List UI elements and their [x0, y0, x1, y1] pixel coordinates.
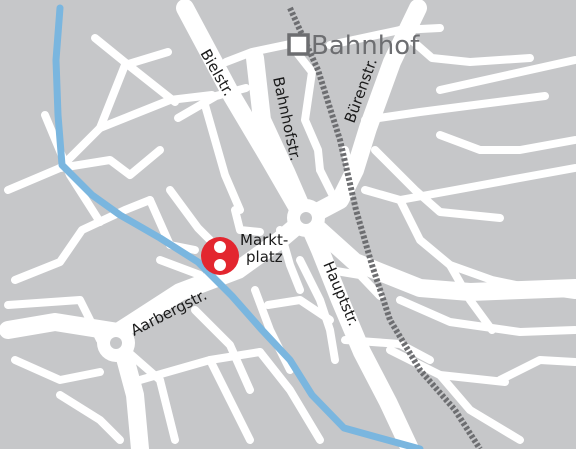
- roundabouts: [97, 199, 325, 362]
- river: [52, 4, 424, 449]
- station[interactable]: Bahnhof: [287, 31, 420, 61]
- station-label: Bahnhof: [311, 31, 420, 61]
- poi-label-line1: Markt-: [240, 231, 288, 249]
- railway: [287, 6, 483, 449]
- marktplatz-marker[interactable]: Markt- platz: [201, 231, 288, 275]
- station-square-icon: [287, 33, 310, 56]
- marker-circle-icon: [201, 237, 239, 275]
- poi-label-line2: platz: [246, 248, 283, 266]
